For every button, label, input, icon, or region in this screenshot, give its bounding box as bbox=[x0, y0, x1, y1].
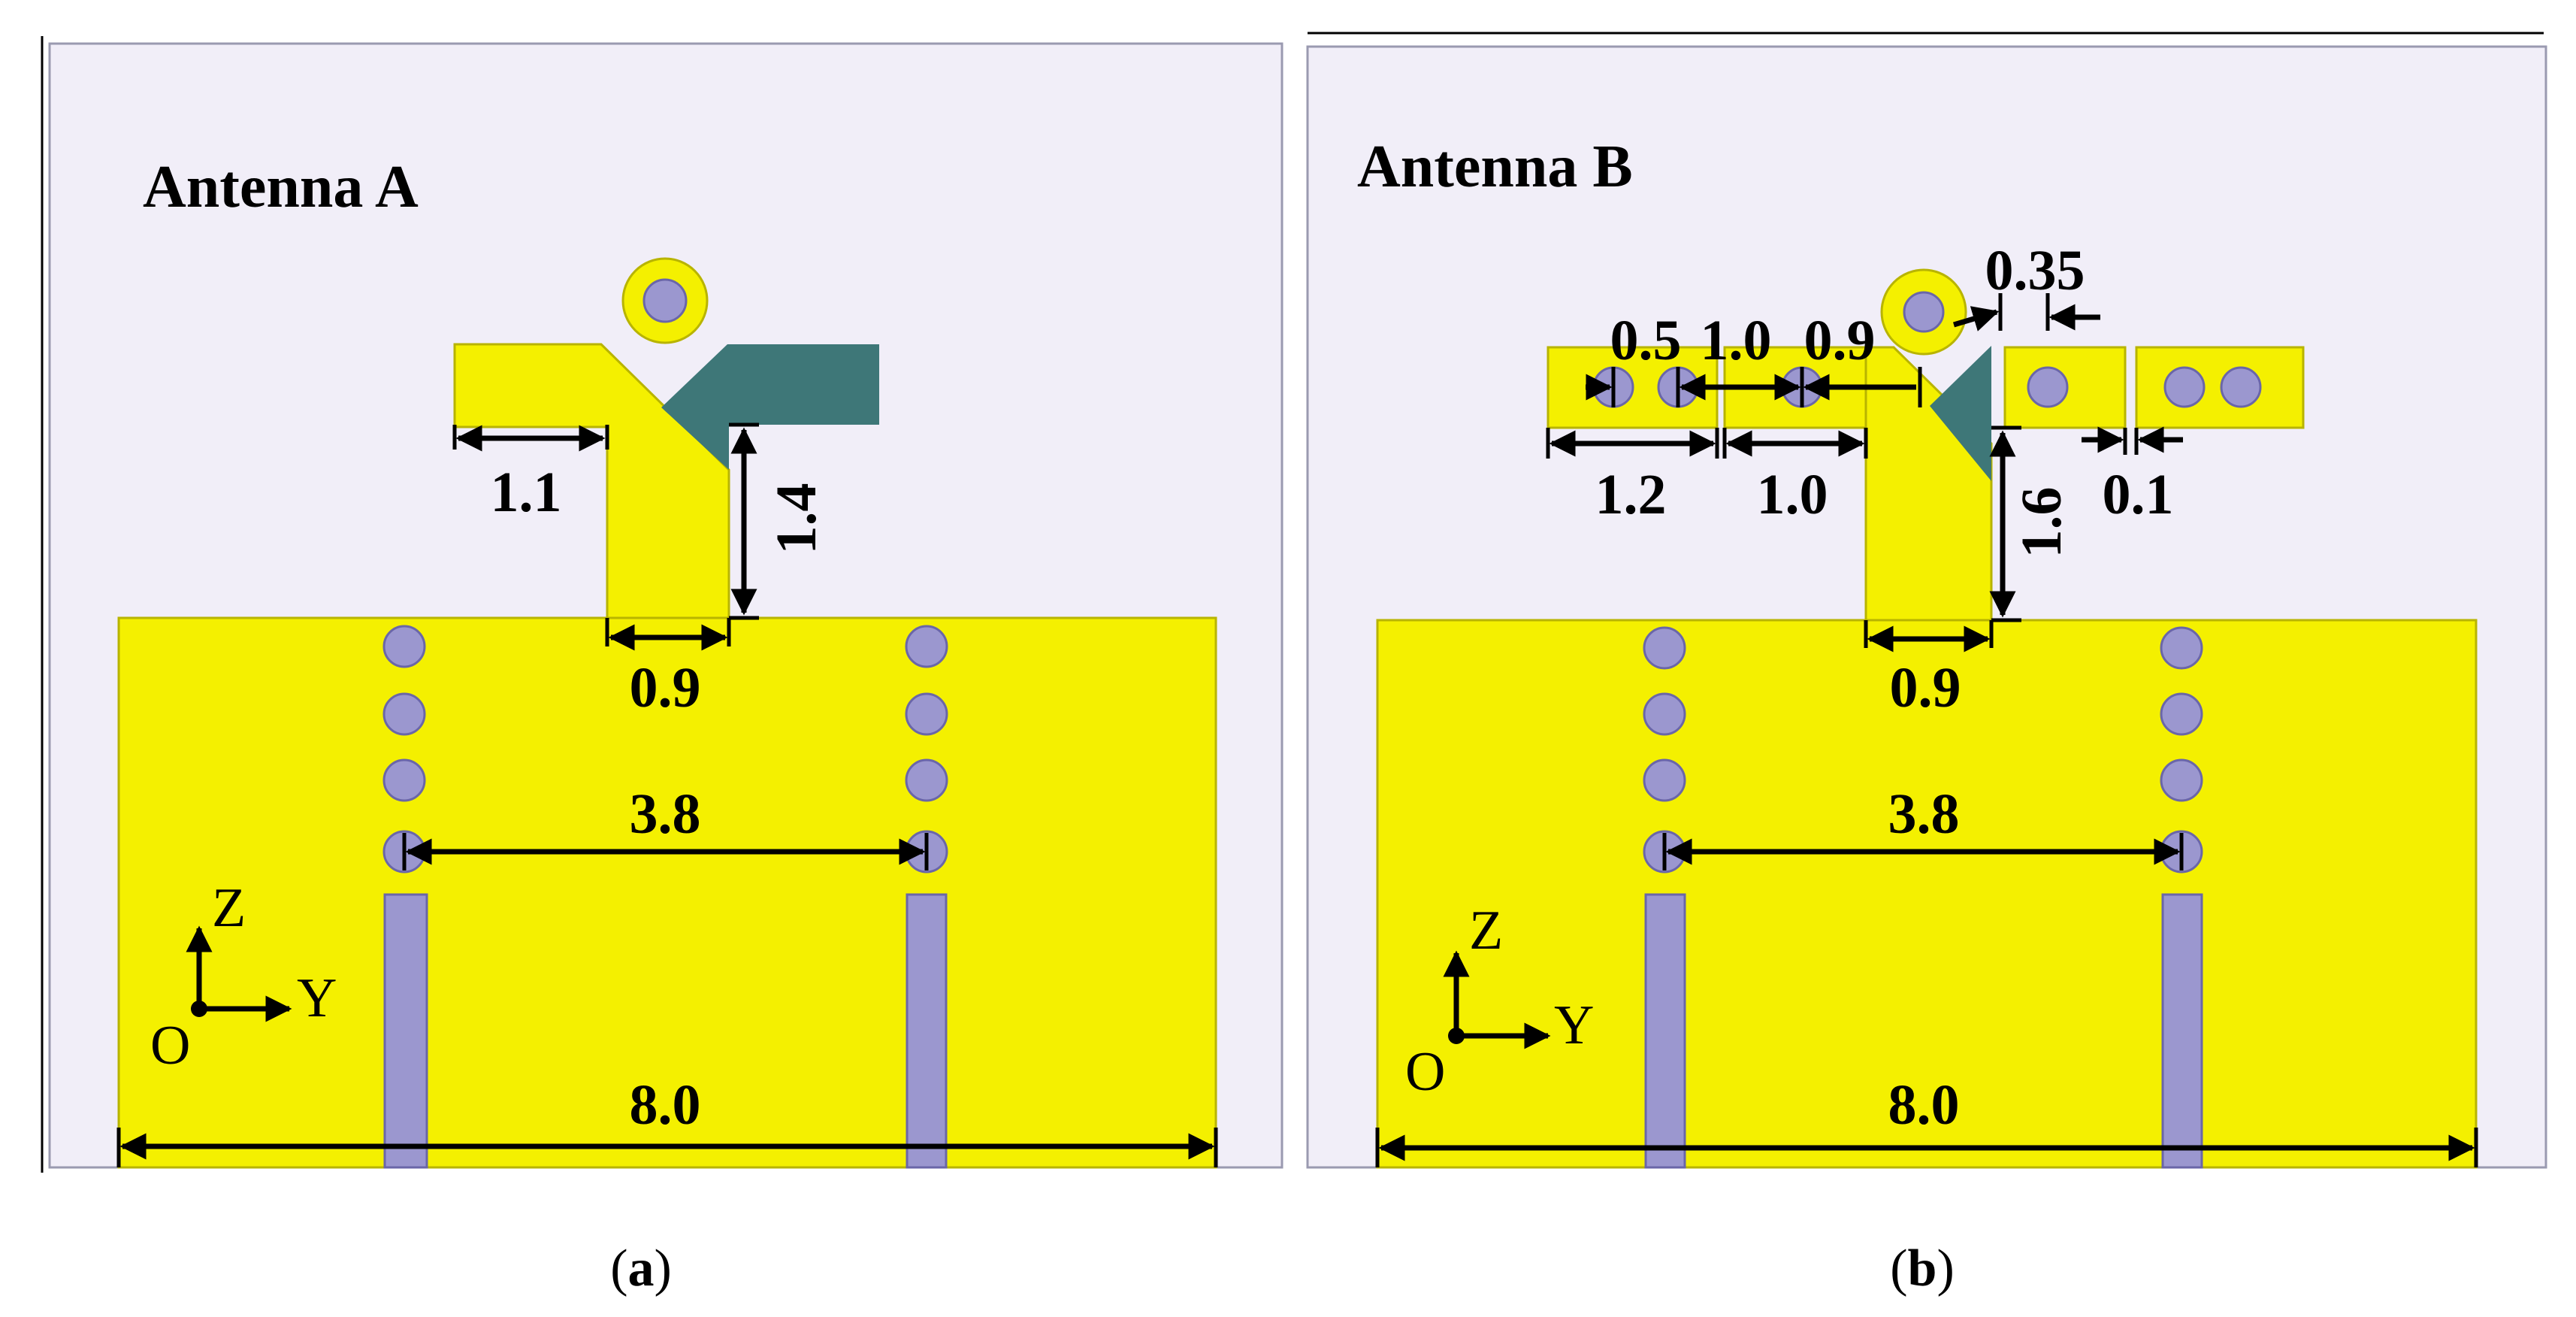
dim-label-mid-gap-b: 1.0 bbox=[1701, 309, 1772, 372]
coordinate-axes-a: Z Y O bbox=[150, 877, 337, 1076]
dim-label-arm-a: 1.1 bbox=[491, 461, 562, 524]
axis-label-z-b: Z bbox=[1469, 900, 1503, 961]
caption-b: (b) bbox=[1890, 1240, 1955, 1297]
dim-label-ground-a: 8.0 bbox=[630, 1073, 701, 1137]
slot-left-b bbox=[1644, 893, 1686, 1169]
slot-right-b bbox=[2161, 893, 2203, 1169]
panel-a: Antenna A 1.1 bbox=[48, 42, 1283, 1297]
dim-label-ground-b: 8.0 bbox=[1888, 1073, 1960, 1137]
axis-label-y-a: Y bbox=[297, 967, 337, 1029]
dim-label-via-spacing-b: 3.8 bbox=[1888, 783, 1960, 846]
axis-label-origin-a: O bbox=[150, 1015, 190, 1076]
dim-label-via-spacing-a: 3.8 bbox=[630, 783, 701, 846]
feed-patch-b bbox=[1930, 346, 1991, 481]
feed-patch-a bbox=[661, 344, 879, 470]
caption-a: (a) bbox=[610, 1240, 672, 1297]
slot-right-a bbox=[906, 893, 948, 1169]
panel-b: Antenna B bbox=[1306, 45, 2547, 1297]
parasitic-patch-right-2-b bbox=[2135, 346, 2305, 429]
dim-label-patch-gap-b: 0.1 bbox=[2103, 463, 2174, 526]
ground-plane-a bbox=[117, 616, 1217, 1169]
dim-label-feed-b: 0.9 bbox=[1890, 656, 1961, 719]
via-column-left-b bbox=[1643, 626, 1686, 873]
dim-label-via-offset-b: 0.9 bbox=[1804, 309, 1876, 372]
panel-a-title: Antenna A bbox=[143, 154, 419, 220]
axis-label-z-a: Z bbox=[212, 877, 246, 939]
coax-feed-a bbox=[621, 257, 709, 344]
ground-plane-b bbox=[1376, 619, 2478, 1169]
dim-label-gap-b: 1.6 bbox=[2010, 487, 2073, 559]
dim-label-gap-a: 1.4 bbox=[765, 483, 828, 555]
dim-line-parasitic-gap-b bbox=[1952, 306, 2000, 332]
coordinate-axes-b: Z Y O bbox=[1405, 900, 1594, 1103]
coax-feed-b bbox=[1880, 268, 1967, 356]
panel-b-title: Antenna B bbox=[1357, 134, 1633, 200]
dim-label-feed-a: 0.9 bbox=[630, 656, 701, 719]
dim-label-arm-b: 1.0 bbox=[1757, 463, 1828, 526]
axis-label-origin-b: O bbox=[1405, 1041, 1445, 1103]
dim-label-via-gap-b: 0.5 bbox=[1610, 309, 1682, 372]
axis-label-y-b: Y bbox=[1554, 995, 1594, 1056]
slot-left-a bbox=[383, 893, 428, 1169]
dim-label-left-patch-b: 1.2 bbox=[1595, 463, 1667, 526]
dim-label-parasitic-gap-b: 0.35 bbox=[1985, 239, 2085, 302]
